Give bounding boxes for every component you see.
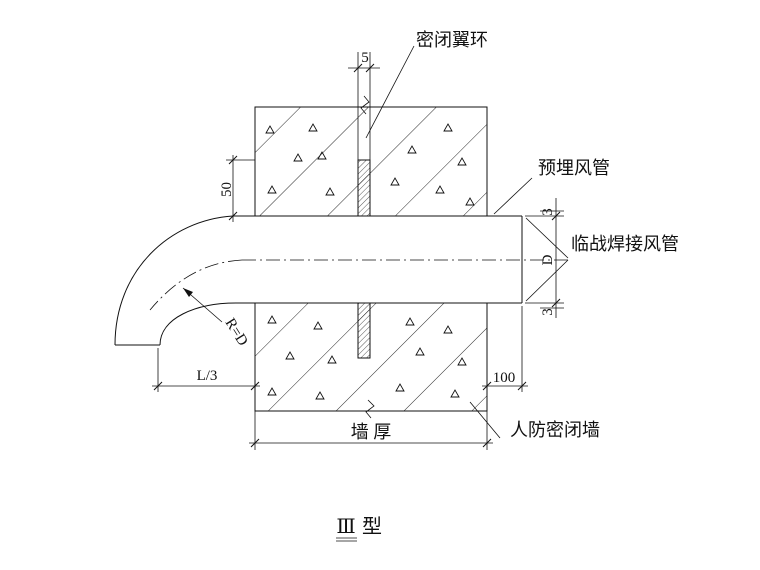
dim-l3-tick xyxy=(250,381,260,391)
diameter-label: D xyxy=(540,254,556,265)
wartime-duct-leader-lower xyxy=(525,259,569,302)
dim-5-tick xyxy=(365,63,375,73)
seal-ring-label: 密闭翼环 xyxy=(416,30,488,50)
dim-100-tick xyxy=(517,381,527,391)
dim-wall-tick xyxy=(250,438,260,448)
title-numeral: Ⅲ xyxy=(336,516,355,538)
wall-thk-bottom-label: 3 xyxy=(540,308,556,316)
elbow-outer-curve xyxy=(114,215,234,346)
break-mark-bottom xyxy=(365,399,375,419)
title-suffix: 型 xyxy=(362,515,382,538)
elbow-inner-curve xyxy=(159,302,237,346)
wall-lower-block xyxy=(254,302,488,412)
seal-ring-lower xyxy=(357,302,371,359)
dim-d-tick xyxy=(551,298,561,308)
dim-d-tick xyxy=(551,211,561,221)
dim-wall-label: 墙 厚 xyxy=(351,422,392,442)
dim-50-tick xyxy=(228,211,238,221)
dim-5-label: 5 xyxy=(361,50,369,66)
wall-upper-block xyxy=(254,106,488,217)
seal-ring-upper xyxy=(357,159,371,217)
dim-100-label: 100 xyxy=(493,370,516,386)
wartime-duct-leader-upper xyxy=(525,217,569,259)
dim-50-tick xyxy=(228,155,238,165)
wall-thk-top-label: 3 xyxy=(540,208,556,216)
wall-label: 人防密闭墙 xyxy=(510,420,600,440)
break-mark-top xyxy=(360,95,370,115)
dim-100-tick xyxy=(482,381,492,391)
dim-l3-label: L/3 xyxy=(197,368,218,384)
bend-radius-label: R=D xyxy=(222,316,251,349)
dim-50-label: 50 xyxy=(219,182,235,197)
seal-ring-leader xyxy=(365,45,415,139)
wall-leader xyxy=(469,401,501,439)
bend-radius-arrow xyxy=(183,288,193,297)
embedded-duct-label: 预埋风管 xyxy=(538,158,610,178)
dim-wall-tick xyxy=(482,438,492,448)
dim-l3-tick xyxy=(153,381,163,391)
embedded-duct-leader xyxy=(493,177,533,215)
dim-5-tick xyxy=(353,63,363,73)
elbow-centerline xyxy=(149,259,243,311)
wartime-duct-label: 临战焊接风管 xyxy=(571,234,679,254)
